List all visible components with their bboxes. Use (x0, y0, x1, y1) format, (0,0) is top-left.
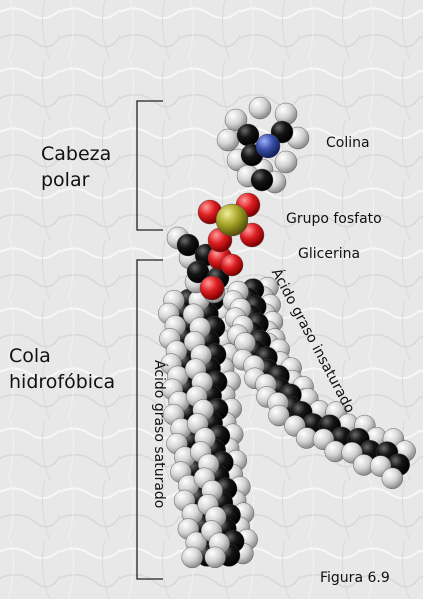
hydrogen-atom (216, 128, 240, 152)
carbon-atom (236, 123, 260, 147)
glycerol-label: Glicerina (298, 246, 361, 262)
hydrogen-atom (204, 546, 226, 568)
head-label-line1: Cabeza (41, 143, 112, 165)
hydrogen-atom (248, 96, 272, 120)
oxygen-atom (199, 275, 225, 301)
figure-caption: Figura 6.9 (320, 570, 390, 586)
oxygen-atom (239, 222, 265, 248)
carbon-atom (250, 168, 274, 192)
nitrogen-atom (255, 133, 281, 159)
oxygen-atom (220, 253, 244, 277)
head-label-line2: polar (41, 169, 90, 191)
tail-label-line2: hidrofóbica (9, 371, 116, 393)
hydrogen-atom (274, 150, 298, 174)
saturated-fatty-acid-label: Ácido graso saturado (151, 360, 167, 509)
hydrogen-atom (381, 467, 403, 489)
hydrogen-atom (224, 108, 248, 132)
phosphate-label: Grupo fosfato (286, 211, 382, 227)
hydrogen-atom (181, 546, 203, 569)
phospholipid-molecule (157, 96, 416, 569)
hydrogen-atom (268, 404, 290, 427)
head-label: Cabeza polar (41, 141, 111, 193)
choline-label: Colina (326, 135, 370, 151)
phosphorus-atom (215, 203, 249, 237)
head-bracket (136, 100, 163, 231)
tail-label: Cola hidrofóbica (9, 343, 115, 395)
carbon-atom (176, 233, 200, 257)
tail-bracket (136, 259, 163, 580)
tail-label-line1: Cola (9, 345, 51, 367)
